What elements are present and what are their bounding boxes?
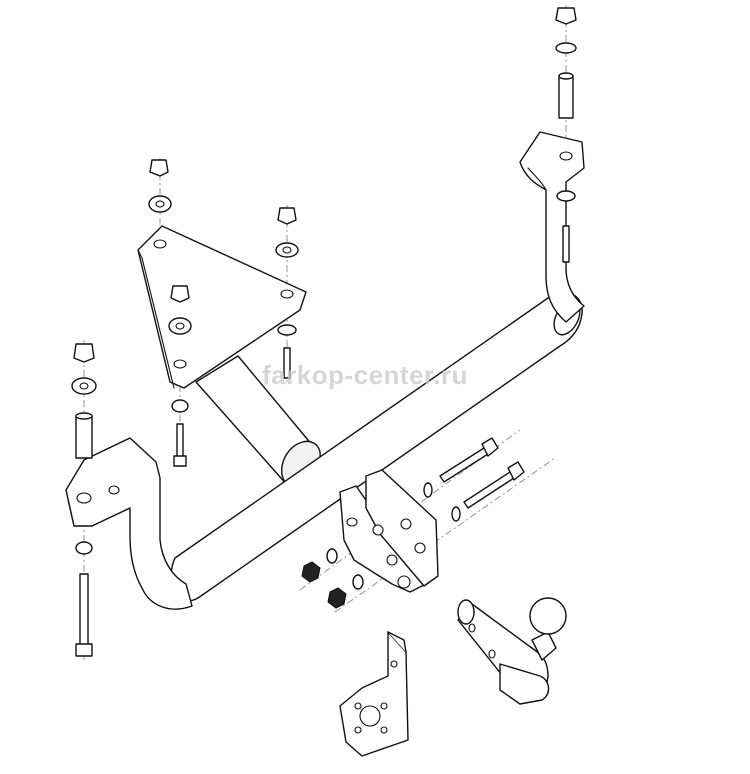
left-bracket-arm [65,437,193,610]
washer [326,548,338,564]
nut [73,343,95,363]
washer [277,324,297,336]
triangular-mounting-plate [137,225,307,389]
left-fastener-stack [71,343,97,657]
washer [75,541,93,555]
hitch-receiver-bracket [339,469,439,593]
washer [171,399,189,413]
nut [555,7,577,25]
bolt [79,573,89,647]
washer [423,482,433,498]
nut [327,587,347,609]
watermark-text: farkop-center.ru [262,360,468,390]
plate-fasteners-left [148,159,172,213]
washer [352,574,364,590]
bolt [562,225,570,263]
right-fastener-stack [555,7,577,263]
socket-mounting-plate [339,631,409,757]
plate-fasteners-right [275,207,299,379]
nut [301,561,321,583]
right-bracket-arm [519,131,585,323]
nut [149,159,169,177]
nut [277,207,297,225]
bolt [283,347,291,379]
bolt [439,437,499,483]
plate-fasteners-mid [168,285,192,467]
nut [170,285,190,303]
hitch-fasteners [301,482,461,609]
spacer-tube [558,75,574,119]
bolt [176,423,184,459]
bolt [463,461,525,509]
spacer-tube [75,415,93,459]
hitch-bolts [439,437,525,509]
washer [451,506,461,522]
washer [556,190,576,202]
tow-ball-neck [457,597,567,705]
